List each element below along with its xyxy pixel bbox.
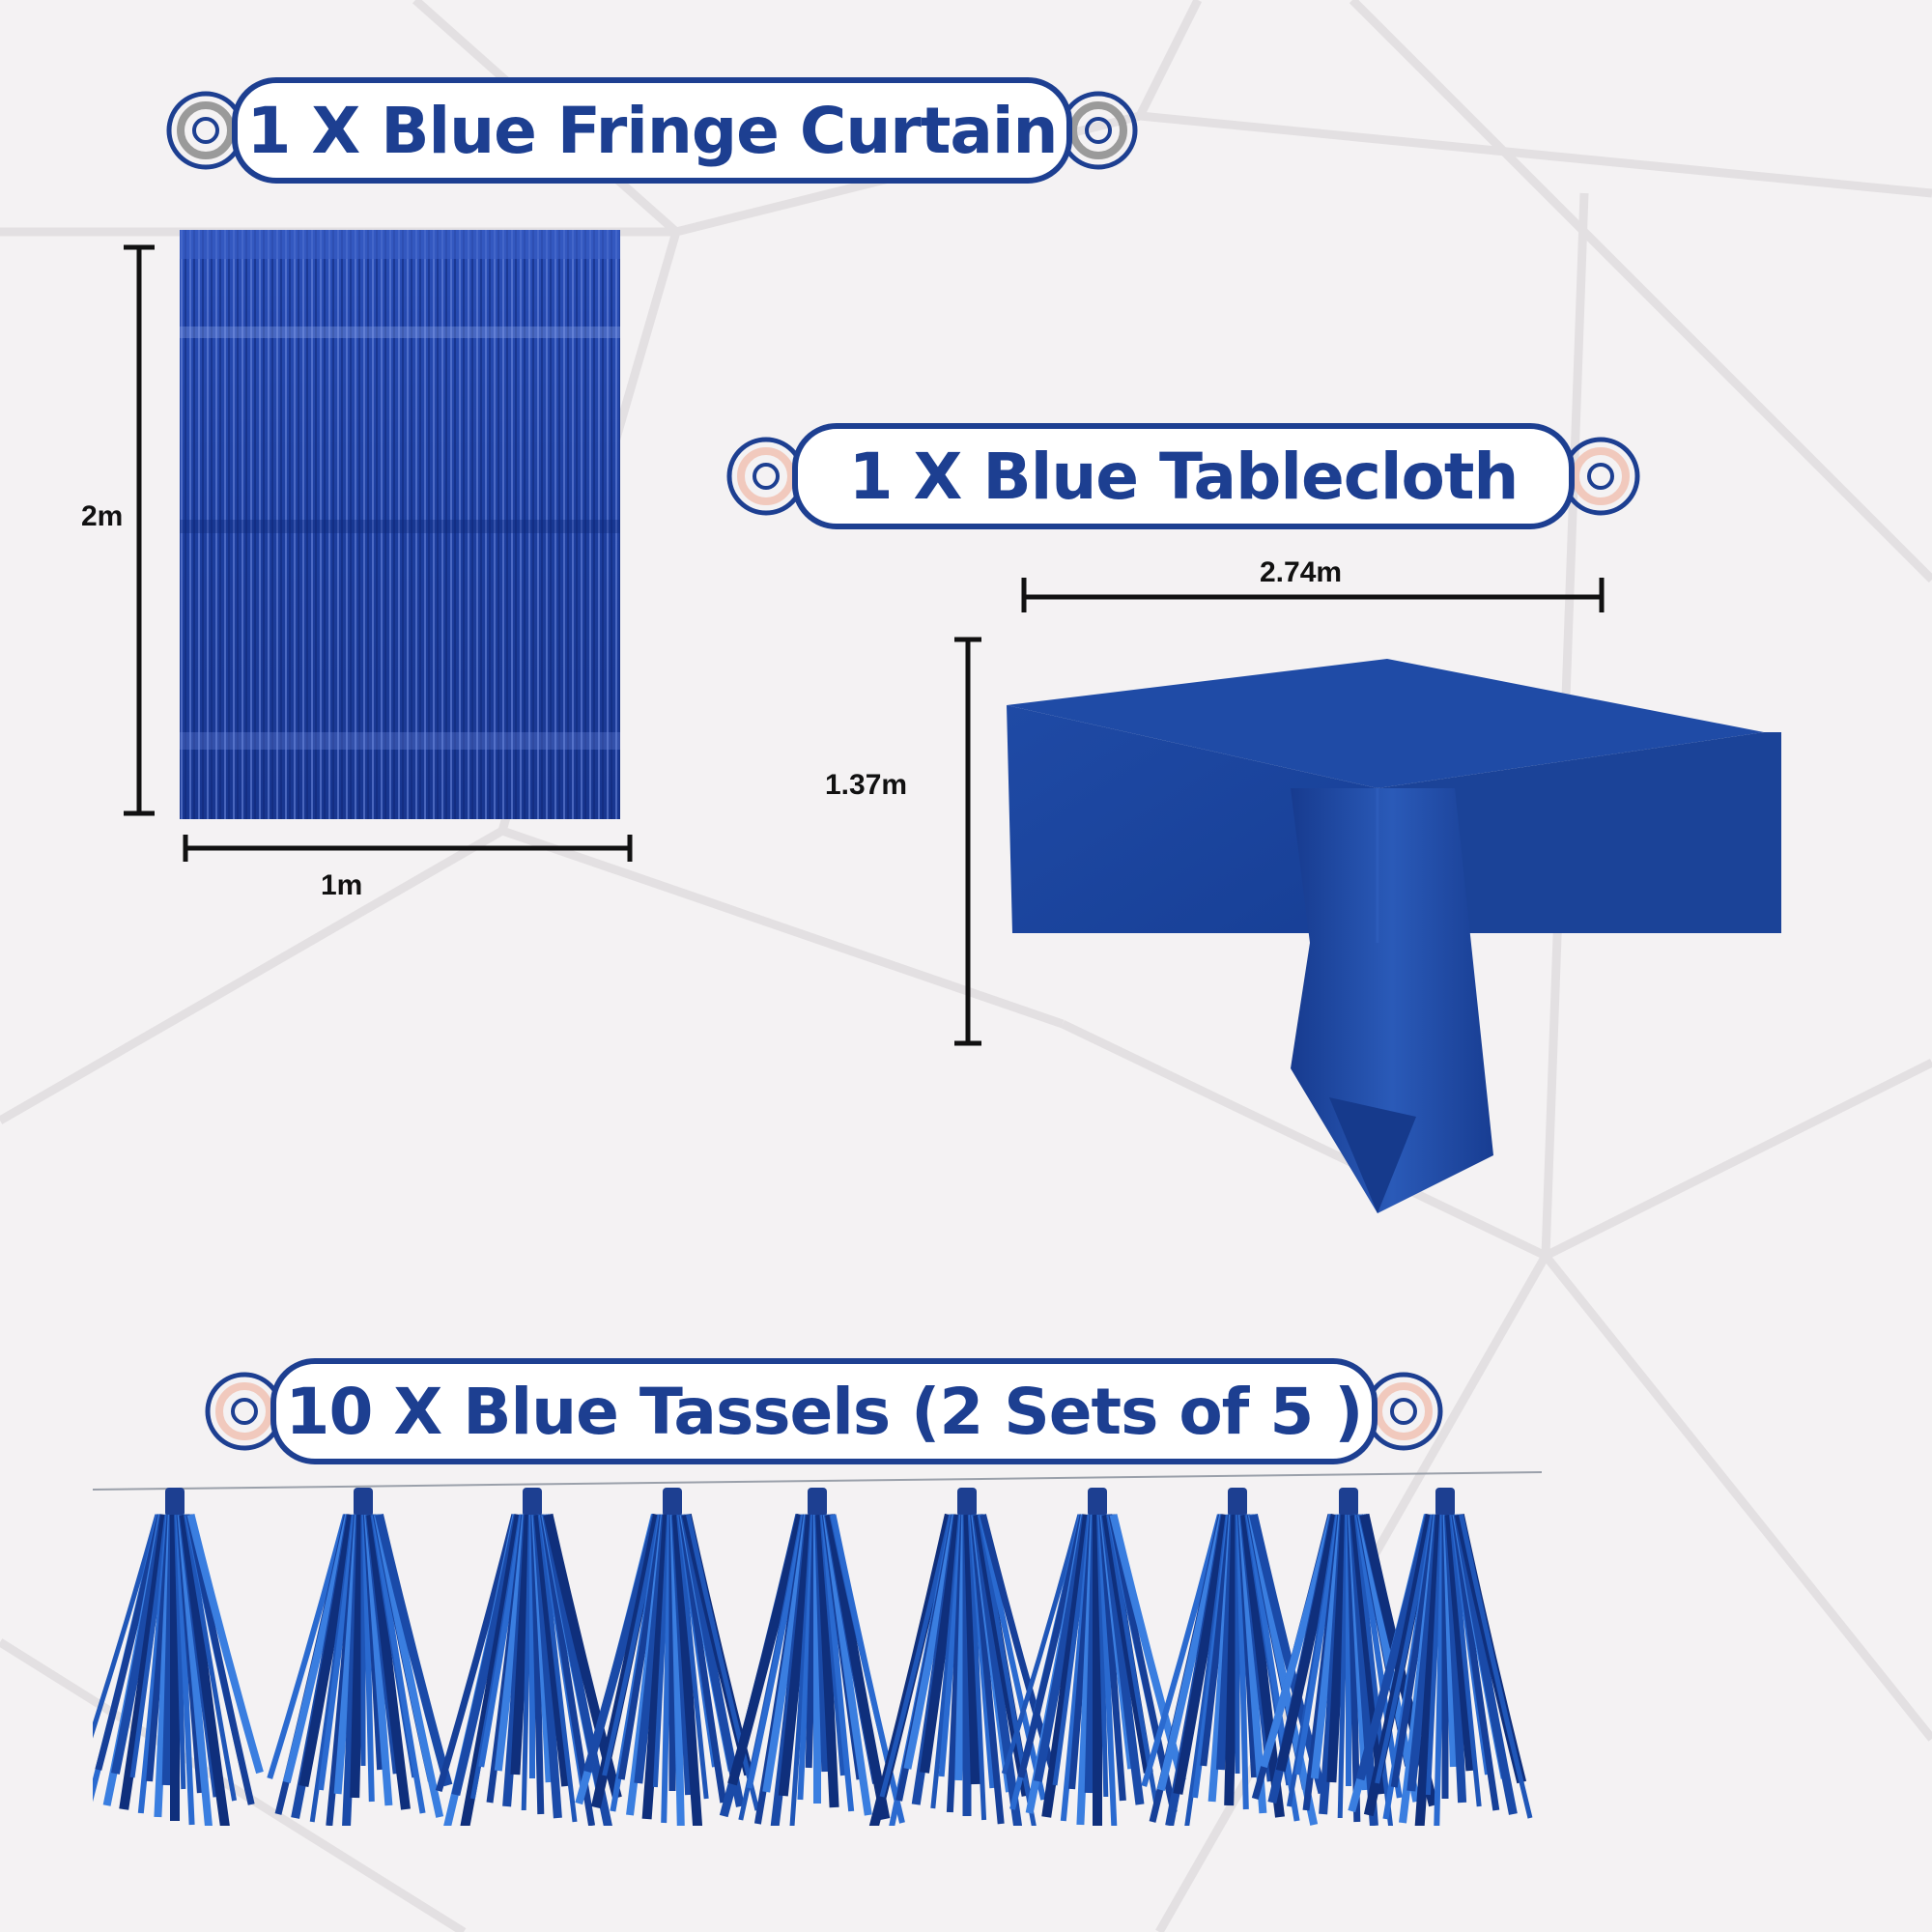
curtain-width-label: 1m <box>321 869 363 901</box>
tassel <box>93 1488 264 1826</box>
banner-pill: 1 X Blue Tablecloth <box>792 423 1575 529</box>
banner-title: 10 X Blue Tassels (2 Sets of 5 ) <box>285 1374 1364 1449</box>
fringe-curtain-image <box>180 230 620 819</box>
banner-pill: 1 X Blue Fringe Curtain <box>232 77 1072 184</box>
tassel <box>267 1488 453 1826</box>
tablecloth-length-marker <box>1021 578 1605 612</box>
tassel <box>1251 1488 1438 1826</box>
banner-tassels: 10 X Blue Tassels (2 Sets of 5 ) <box>205 1358 1443 1464</box>
banner-title: 1 X Blue Fringe Curtain <box>246 93 1058 168</box>
tablecloth-image <box>1007 659 1781 1213</box>
tassel-garland-image <box>93 1471 1543 1826</box>
tassel <box>719 1488 905 1826</box>
curtain-height-marker <box>124 244 155 816</box>
tassel <box>868 1488 1056 1826</box>
banner-pill: 10 X Blue Tassels (2 Sets of 5 ) <box>270 1358 1378 1464</box>
tablecloth-length-label: 2.74m <box>1260 556 1343 588</box>
curtain-width-marker <box>183 835 633 862</box>
tassel <box>1348 1488 1533 1826</box>
tablecloth-width-label: 1.37m <box>825 769 908 801</box>
swirl-ornament-icon <box>1059 91 1138 170</box>
banner-fringe-curtain: 1 X Blue Fringe Curtain <box>166 77 1138 184</box>
banner-tablecloth: 1 X Blue Tablecloth <box>726 423 1640 529</box>
banner-title: 1 X Blue Tablecloth <box>848 439 1520 514</box>
curtain-height-label: 2m <box>81 500 124 532</box>
tassel <box>1001 1488 1186 1826</box>
tablecloth-width-marker <box>954 637 981 1046</box>
